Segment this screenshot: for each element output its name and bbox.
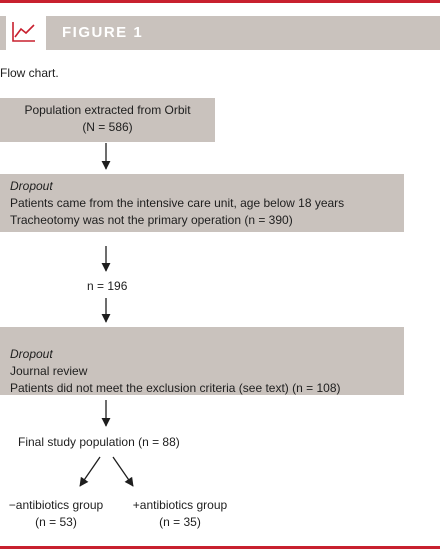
figure-label: FIGURE 1 bbox=[62, 24, 144, 41]
dropout-2-line-2: Patients did not meet the exclusion crit… bbox=[10, 381, 341, 395]
population-count: (N = 586) bbox=[82, 120, 133, 134]
population-box: Population extracted from Orbit (N = 586… bbox=[0, 98, 215, 142]
dropout-2-line-1: Journal review bbox=[10, 364, 88, 378]
no-antibiotics-label: −antibiotics group bbox=[8, 498, 104, 512]
antibiotics-label: +antibiotics group bbox=[132, 498, 228, 512]
final-population: Final study population (n = 88) bbox=[18, 435, 180, 449]
population-text: Population extracted from Orbit bbox=[24, 103, 191, 117]
antibiotics-group: +antibiotics group (n = 35) bbox=[118, 497, 242, 531]
arrow-to-antibiotics bbox=[112, 456, 134, 487]
no-antibiotics-group: −antibiotics group (n = 53) bbox=[0, 497, 112, 531]
arrow-to-no-antibiotics bbox=[79, 456, 101, 487]
dropout-box-2: Dropout Journal review Patients did not … bbox=[0, 327, 404, 395]
line-chart-icon bbox=[12, 22, 35, 42]
figure-header: FIGURE 1 bbox=[0, 16, 440, 50]
no-antibiotics-count: (n = 53) bbox=[35, 515, 77, 529]
figure-caption: Flow chart. bbox=[0, 66, 59, 80]
top-accent-rule bbox=[0, 0, 440, 3]
dropout-1-line-1: Patients came from the intensive care un… bbox=[10, 196, 345, 210]
dropout-heading-2: Dropout bbox=[10, 347, 53, 361]
intermediate-count: n = 196 bbox=[87, 279, 128, 293]
dropout-1-line-2: Tracheotomy was not the primary operatio… bbox=[10, 213, 293, 227]
figure-icon-box bbox=[6, 16, 46, 50]
antibiotics-count: (n = 35) bbox=[159, 515, 201, 529]
bottom-accent-rule bbox=[0, 546, 440, 549]
dropout-box-1: Dropout Patients came from the intensive… bbox=[0, 174, 404, 232]
dropout-heading-1: Dropout bbox=[10, 179, 53, 193]
